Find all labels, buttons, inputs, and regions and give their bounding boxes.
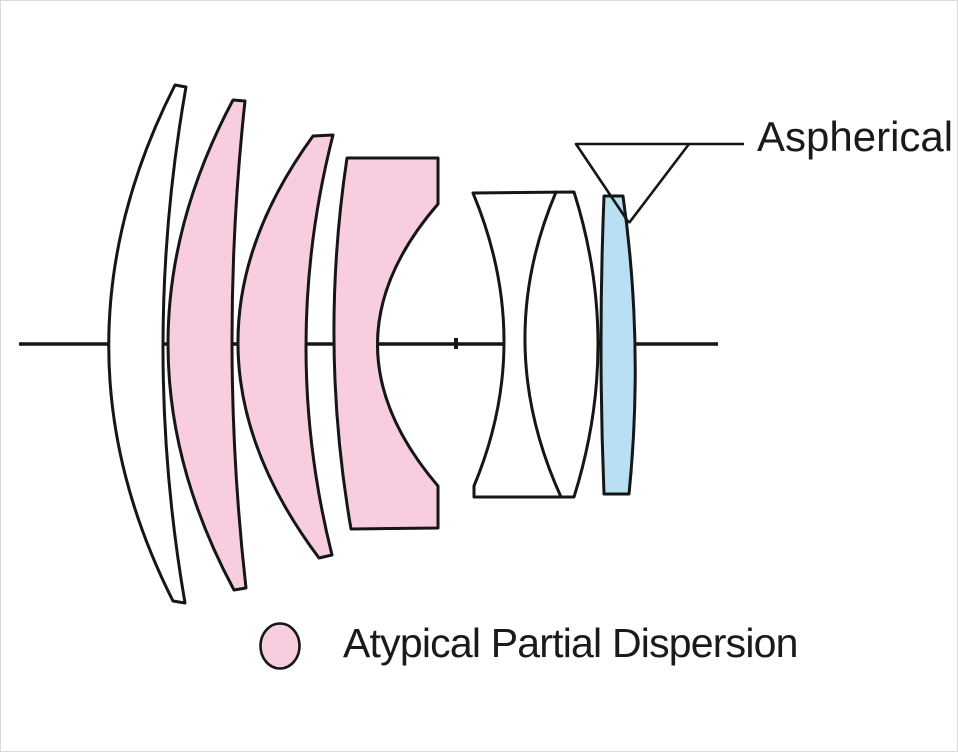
aspherical-callout-pointer (574, 142, 744, 224)
lens-doublet-cemented-surface (523, 190, 563, 499)
lens-element-4-atypical-dispersion (332, 156, 440, 531)
legend-swatch-circle (259, 622, 301, 670)
aspherical-label: Aspherical (757, 113, 954, 160)
lens-element-2-atypical-dispersion (166, 98, 248, 592)
lens-element-7-aspherical (599, 194, 637, 496)
lens-element-1 (107, 83, 188, 605)
lens-element-3-atypical-dispersion (236, 133, 335, 560)
lens-doublet-outline (471, 190, 600, 499)
legend-label: Atypical Partial Dispersion (343, 620, 798, 666)
